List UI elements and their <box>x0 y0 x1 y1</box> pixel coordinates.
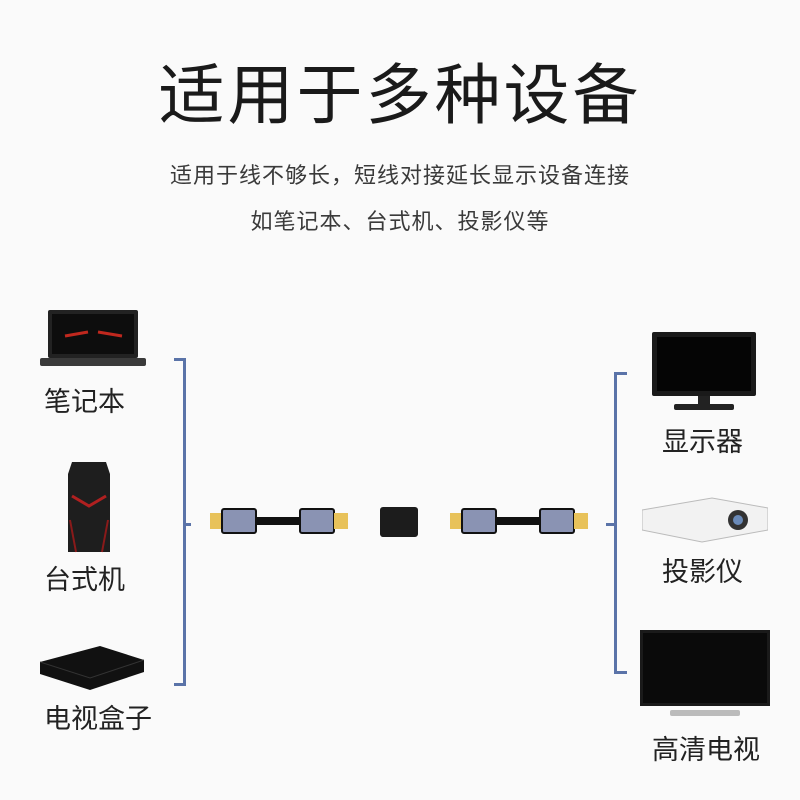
desktop-tower-icon <box>68 462 110 553</box>
projector-icon <box>642 497 768 543</box>
left-bracket <box>174 358 186 686</box>
device-label-projector: 投影仪 <box>662 557 743 588</box>
hdmi-cable-right <box>450 508 588 534</box>
page-title: 适用于多种设备 <box>158 57 642 134</box>
subtitle-line-1: 适用于线不够长，短线对接延长显示设备连接 <box>169 164 630 189</box>
device-label-desktop: 台式机 <box>44 565 125 596</box>
right-bracket <box>614 372 627 674</box>
device-label-monitor: 显示器 <box>662 427 743 458</box>
hdmi-cable-left <box>210 508 348 534</box>
device-label-tv-box: 电视盒子 <box>44 704 152 735</box>
right-bracket-tick <box>606 523 614 526</box>
device-label-hdtv: 高清电视 <box>652 735 760 766</box>
hdtv-icon <box>640 630 770 716</box>
laptop-icon <box>40 310 146 366</box>
monitor-icon <box>652 332 756 410</box>
tv-box-icon <box>40 646 144 690</box>
hdmi-female-coupler <box>380 507 418 537</box>
subtitle-line-2: 如笔记本、台式机、投影仪等 <box>250 210 550 235</box>
left-bracket-tick <box>183 523 191 526</box>
device-label-laptop: 笔记本 <box>44 387 125 418</box>
hdmi-cables-illustration <box>210 507 588 537</box>
